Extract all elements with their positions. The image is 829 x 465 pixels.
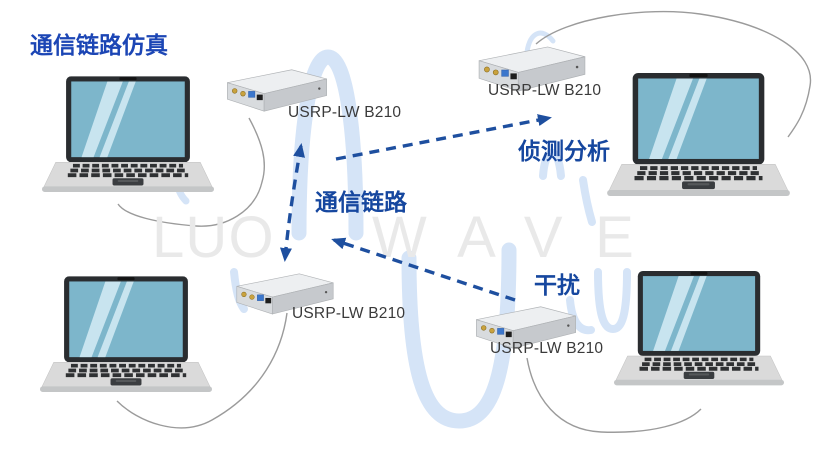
watermark-text-wave: WAVE xyxy=(372,205,667,270)
arrow-communication-link xyxy=(279,143,305,262)
usrp-label-top-right: USRP-LW B210 xyxy=(488,82,602,99)
laptop-icon-bottom-left xyxy=(40,276,212,397)
laptop-icon-top-right xyxy=(607,73,790,201)
link-label-detection-analysis: 侦测分析 xyxy=(518,138,610,164)
link-label-interference: 干扰 xyxy=(534,272,580,298)
usrp-label-top-left: USRP-LW B210 xyxy=(288,104,402,121)
watermark-text-luo: LUO xyxy=(152,205,275,270)
laptop-icon-bottom-right xyxy=(614,271,784,390)
usrp-label-bottom-middle: USRP-LW B210 xyxy=(292,305,406,322)
laptop-icon-top-left xyxy=(42,76,214,197)
page-title: 通信链路仿真 xyxy=(30,32,168,58)
usrp-label-bottom-right: USRP-LW B210 xyxy=(490,340,604,357)
link-label-communication-link: 通信链路 xyxy=(315,189,407,215)
